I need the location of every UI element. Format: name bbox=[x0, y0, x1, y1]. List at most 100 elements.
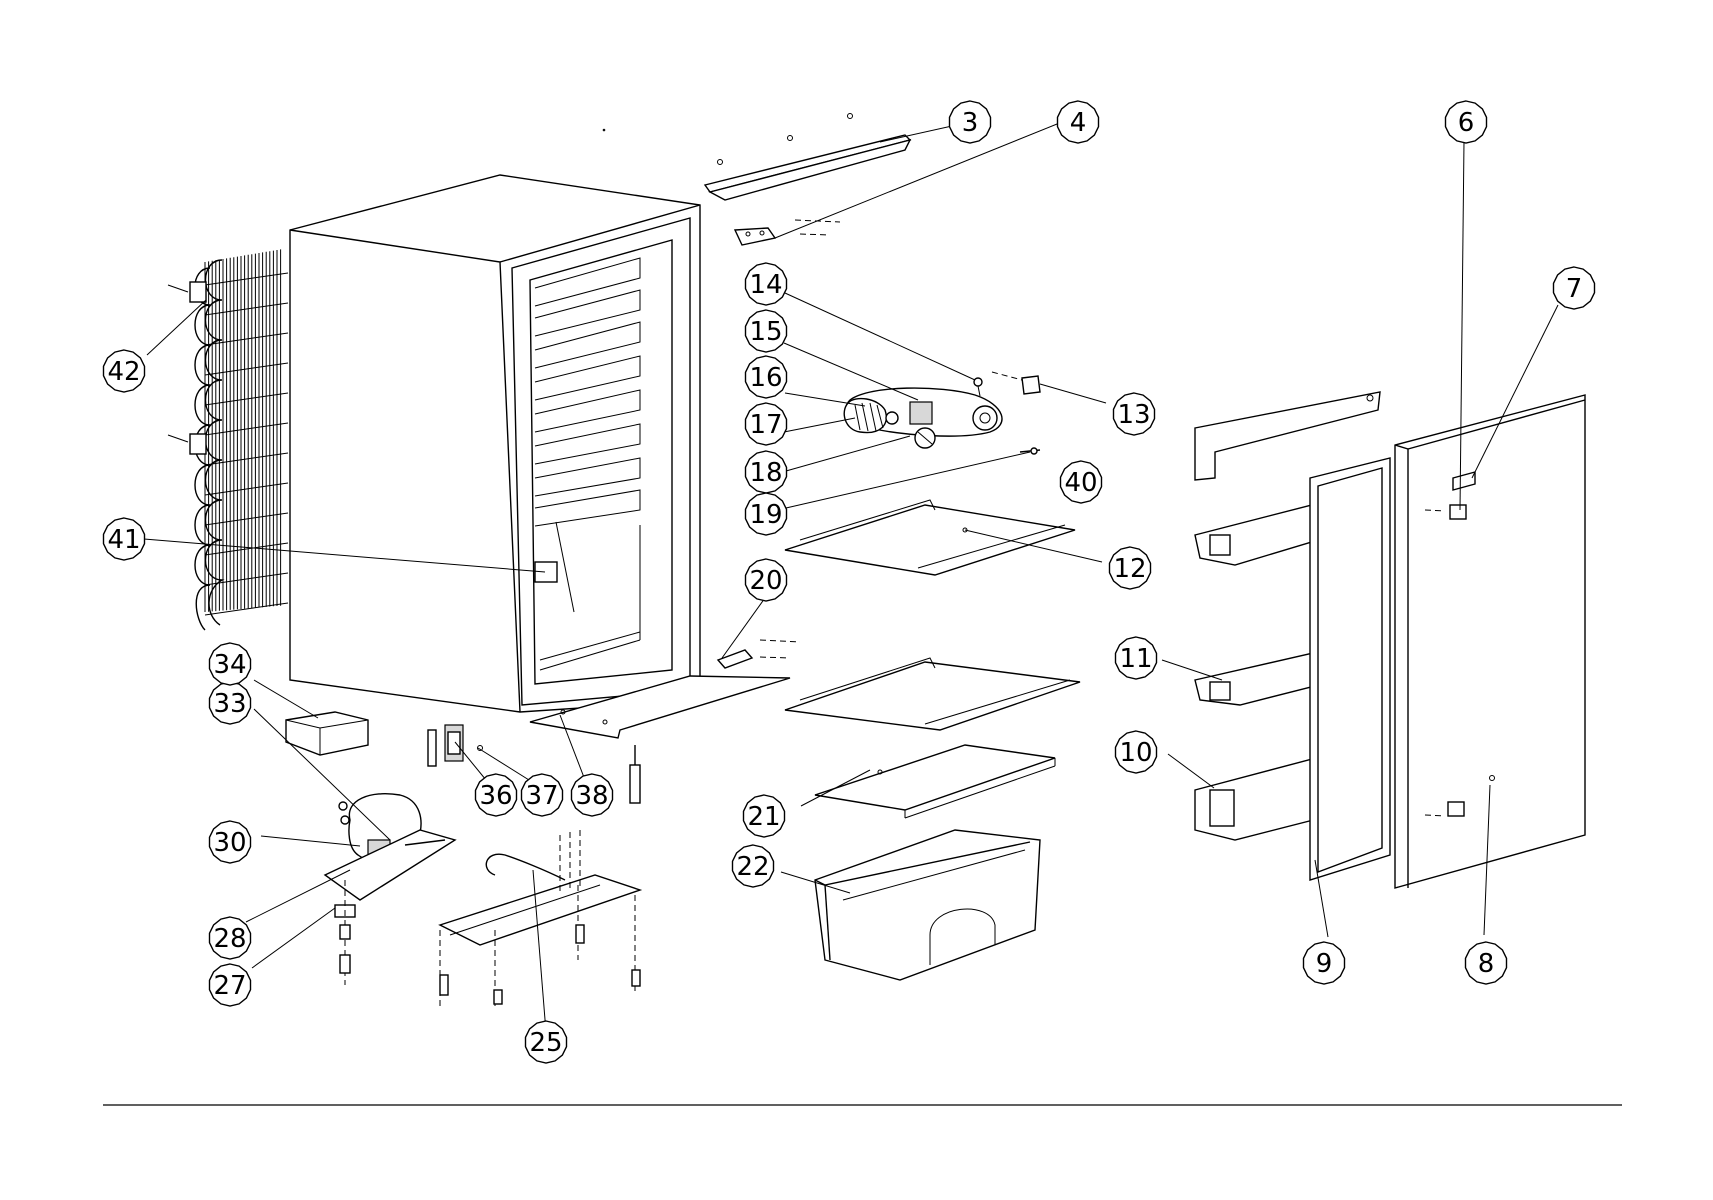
callout-badge-outline bbox=[1112, 392, 1156, 436]
base-plate bbox=[438, 830, 643, 1010]
callout-3: 3 bbox=[948, 100, 992, 144]
callout-label: 9 bbox=[1316, 949, 1333, 979]
callout-36: 36 bbox=[474, 773, 518, 817]
callout-label: 34 bbox=[213, 650, 246, 680]
callout-badge-outline bbox=[744, 492, 788, 536]
callout-41: 41 bbox=[102, 517, 146, 561]
drip-tray bbox=[285, 711, 369, 756]
callout-label: 3 bbox=[962, 108, 979, 138]
callout-6: 6 bbox=[1444, 100, 1488, 144]
callout-badge-outline bbox=[731, 844, 775, 888]
callout-badge-outline bbox=[102, 349, 146, 393]
callout-badge-outline bbox=[570, 773, 614, 817]
callout-37: 37 bbox=[520, 773, 564, 817]
callout-40: 40 bbox=[1059, 460, 1103, 504]
callout-label: 13 bbox=[1117, 400, 1150, 430]
callout-27: 27 bbox=[208, 963, 252, 1007]
callout-20: 20 bbox=[744, 558, 788, 602]
callout-label: 15 bbox=[749, 317, 782, 347]
door-panel bbox=[1394, 394, 1586, 889]
callout-label: 41 bbox=[107, 525, 140, 555]
callout-15: 15 bbox=[744, 309, 788, 353]
callout-42: 42 bbox=[102, 349, 146, 393]
callout-badge-outline bbox=[1114, 636, 1158, 680]
callout-badge-outline bbox=[102, 517, 146, 561]
top-cover-rail bbox=[602, 113, 912, 201]
callout-badge-outline bbox=[948, 100, 992, 144]
lamp-thermostat-assembly bbox=[843, 371, 1041, 455]
callout-badge-outline bbox=[1552, 266, 1596, 310]
callout-badge-outline bbox=[208, 916, 252, 960]
callout-18: 18 bbox=[744, 450, 788, 494]
callout-label: 7 bbox=[1566, 274, 1583, 304]
callout-label: 38 bbox=[575, 781, 608, 811]
callout-4: 4 bbox=[1056, 100, 1100, 144]
callout-badge-outline bbox=[1302, 941, 1346, 985]
callout-badge-outline bbox=[474, 773, 518, 817]
callout-label: 21 bbox=[747, 802, 780, 832]
callout-badge-outline bbox=[742, 794, 786, 838]
callout-28: 28 bbox=[208, 916, 252, 960]
relay-starter bbox=[427, 724, 483, 767]
callout-badge-outline bbox=[1114, 730, 1158, 774]
callout-label: 10 bbox=[1119, 738, 1152, 768]
compressor bbox=[323, 793, 457, 985]
callout-badge-outline bbox=[744, 402, 788, 446]
glass-shelf bbox=[814, 744, 1056, 819]
wire-shelf-upper bbox=[784, 499, 1076, 576]
callout-badge-outline bbox=[1108, 546, 1152, 590]
callout-label: 25 bbox=[529, 1028, 562, 1058]
callout-33: 33 bbox=[208, 681, 252, 725]
bottom-hinge-plate bbox=[529, 639, 801, 804]
callout-21: 21 bbox=[742, 794, 786, 838]
callout-label: 37 bbox=[525, 781, 558, 811]
callout-label: 18 bbox=[749, 458, 782, 488]
callout-label: 28 bbox=[213, 924, 246, 954]
callout-label: 8 bbox=[1478, 949, 1495, 979]
callout-8: 8 bbox=[1464, 941, 1508, 985]
callout-9: 9 bbox=[1302, 941, 1346, 985]
callout-16: 16 bbox=[744, 355, 788, 399]
callout-25: 25 bbox=[524, 1020, 568, 1064]
callout-19: 19 bbox=[744, 492, 788, 536]
callout-badge-outline bbox=[520, 773, 564, 817]
callout-label: 36 bbox=[479, 781, 512, 811]
callout-12: 12 bbox=[1108, 546, 1152, 590]
callout-30: 30 bbox=[208, 820, 252, 864]
callout-label: 33 bbox=[213, 689, 246, 719]
callout-label: 22 bbox=[736, 852, 769, 882]
callout-22: 22 bbox=[731, 844, 775, 888]
callout-label: 14 bbox=[749, 270, 782, 300]
cabinet bbox=[289, 174, 701, 713]
callout-14: 14 bbox=[744, 262, 788, 306]
callout-label: 4 bbox=[1070, 108, 1087, 138]
callout-label: 12 bbox=[1113, 554, 1146, 584]
callout-badge-outline bbox=[744, 355, 788, 399]
callout-label: 17 bbox=[749, 410, 782, 440]
callout-label: 27 bbox=[213, 971, 246, 1001]
callout-badge-outline bbox=[744, 309, 788, 353]
callout-7: 7 bbox=[1552, 266, 1596, 310]
callout-badge-outline bbox=[1056, 100, 1100, 144]
callout-label: 6 bbox=[1458, 108, 1475, 138]
callout-badge-outline bbox=[1444, 100, 1488, 144]
callout-badge-outline bbox=[524, 1020, 568, 1064]
condenser-coil bbox=[167, 249, 289, 631]
callout-badge-outline bbox=[208, 642, 252, 686]
callout-10: 10 bbox=[1114, 730, 1158, 774]
callout-38: 38 bbox=[570, 773, 614, 817]
callout-badge-outline bbox=[208, 820, 252, 864]
callout-label: 20 bbox=[749, 566, 782, 596]
callout-label: 42 bbox=[107, 357, 140, 387]
callout-label: 11 bbox=[1119, 644, 1152, 674]
callout-label: 19 bbox=[749, 500, 782, 530]
callout-11: 11 bbox=[1114, 636, 1158, 680]
callout-badge-outline bbox=[208, 963, 252, 1007]
callout-badge-outline bbox=[208, 681, 252, 725]
callout-34: 34 bbox=[208, 642, 252, 686]
callout-badge-outline bbox=[1464, 941, 1508, 985]
callout-13: 13 bbox=[1112, 392, 1156, 436]
callout-label: 16 bbox=[749, 363, 782, 393]
